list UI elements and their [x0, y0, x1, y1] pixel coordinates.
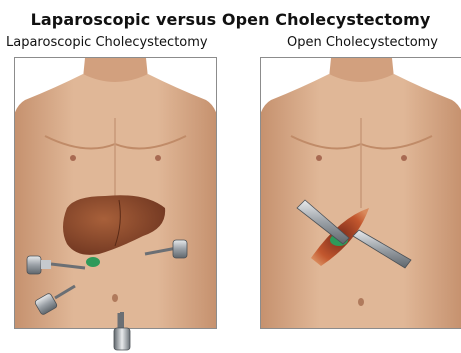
laparoscope-handle-icon — [108, 312, 138, 353]
laparoscopic-torso-icon — [15, 58, 216, 328]
figure-title: Laparoscopic versus Open Cholecystectomy — [0, 10, 461, 29]
open-torso-icon — [261, 58, 461, 328]
open-label: Open Cholecystectomy — [287, 35, 438, 50]
open-illustration — [260, 57, 461, 329]
laparoscopic-illustration — [14, 57, 217, 329]
laparoscopic-label: Laparoscopic Cholecystectomy — [6, 35, 208, 50]
